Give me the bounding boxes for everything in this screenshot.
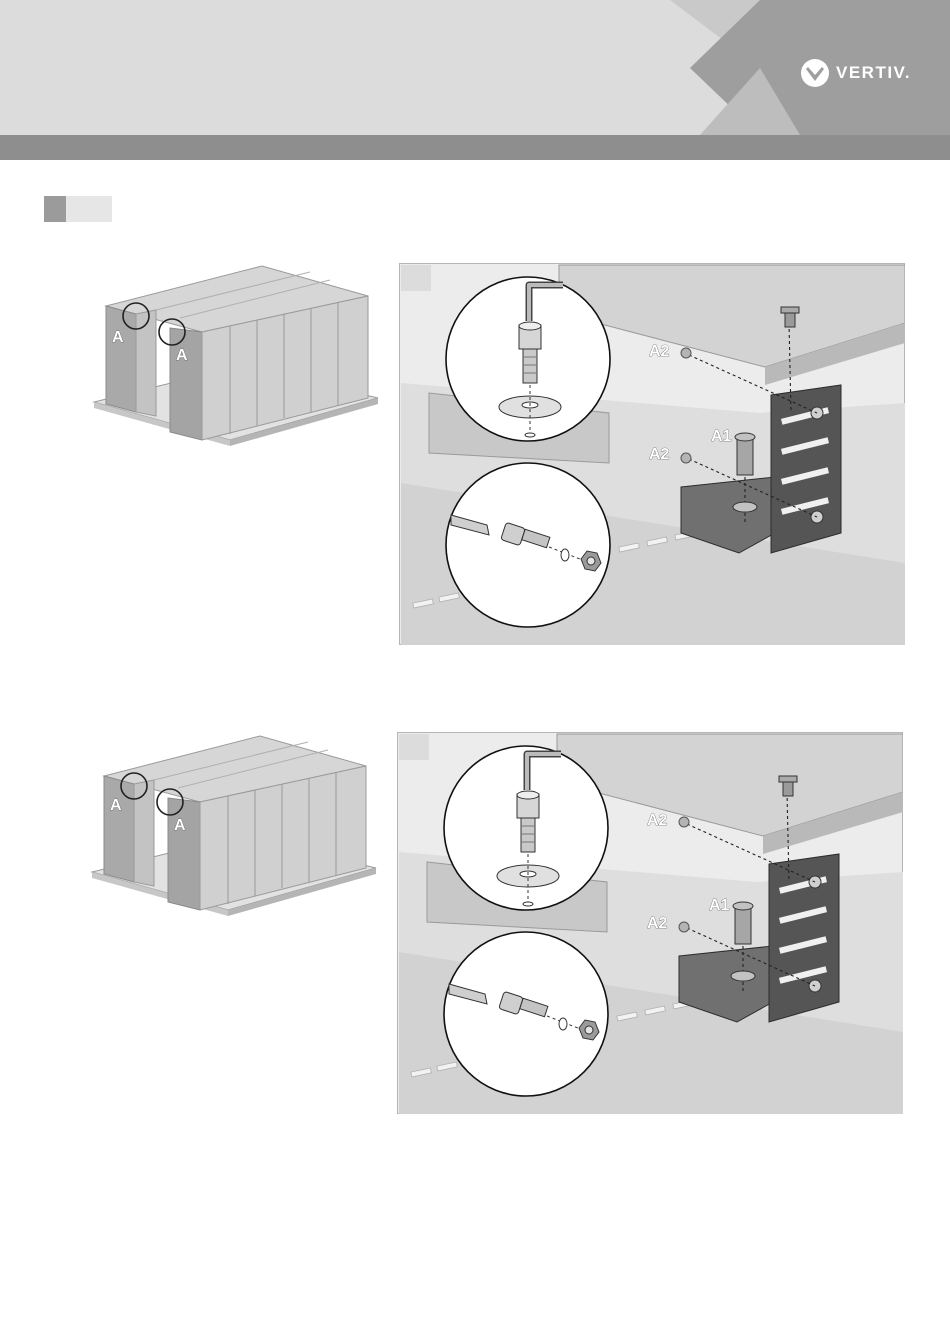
label-a: A	[176, 347, 188, 364]
vertiv-logo: VERTIV.	[800, 58, 911, 88]
label-a2: A2	[647, 915, 668, 932]
label-a: A	[174, 817, 186, 834]
section-marker	[44, 196, 112, 222]
cabinet-row-illustration: A A	[88, 732, 380, 922]
cabinet-row-illustration: A A	[90, 262, 382, 452]
section-marker-dark	[44, 196, 66, 222]
label-a2: A2	[647, 812, 668, 829]
label-a1: A1	[709, 897, 730, 914]
label-a2: A2	[649, 343, 670, 360]
overview-illustration-2: A A	[88, 732, 380, 922]
detail-illustration-2: A2 A1 A2	[397, 732, 903, 1114]
detail-illustration-1: A2 A1 A2	[399, 263, 905, 645]
vertiv-logo-icon	[800, 58, 830, 88]
page-header: VERTIV.	[0, 0, 950, 160]
bracket-mounting-illustration: A2 A1 A2	[399, 263, 905, 645]
label-a: A	[112, 329, 124, 346]
label-a2: A2	[649, 446, 670, 463]
overview-illustration-1: A A	[90, 262, 382, 452]
bracket-mounting-illustration: A2 A1 A2	[397, 732, 903, 1114]
brand-name: VERTIV.	[836, 63, 911, 83]
label-a: A	[110, 797, 122, 814]
section-marker-light	[66, 196, 112, 222]
label-a1: A1	[711, 428, 732, 445]
